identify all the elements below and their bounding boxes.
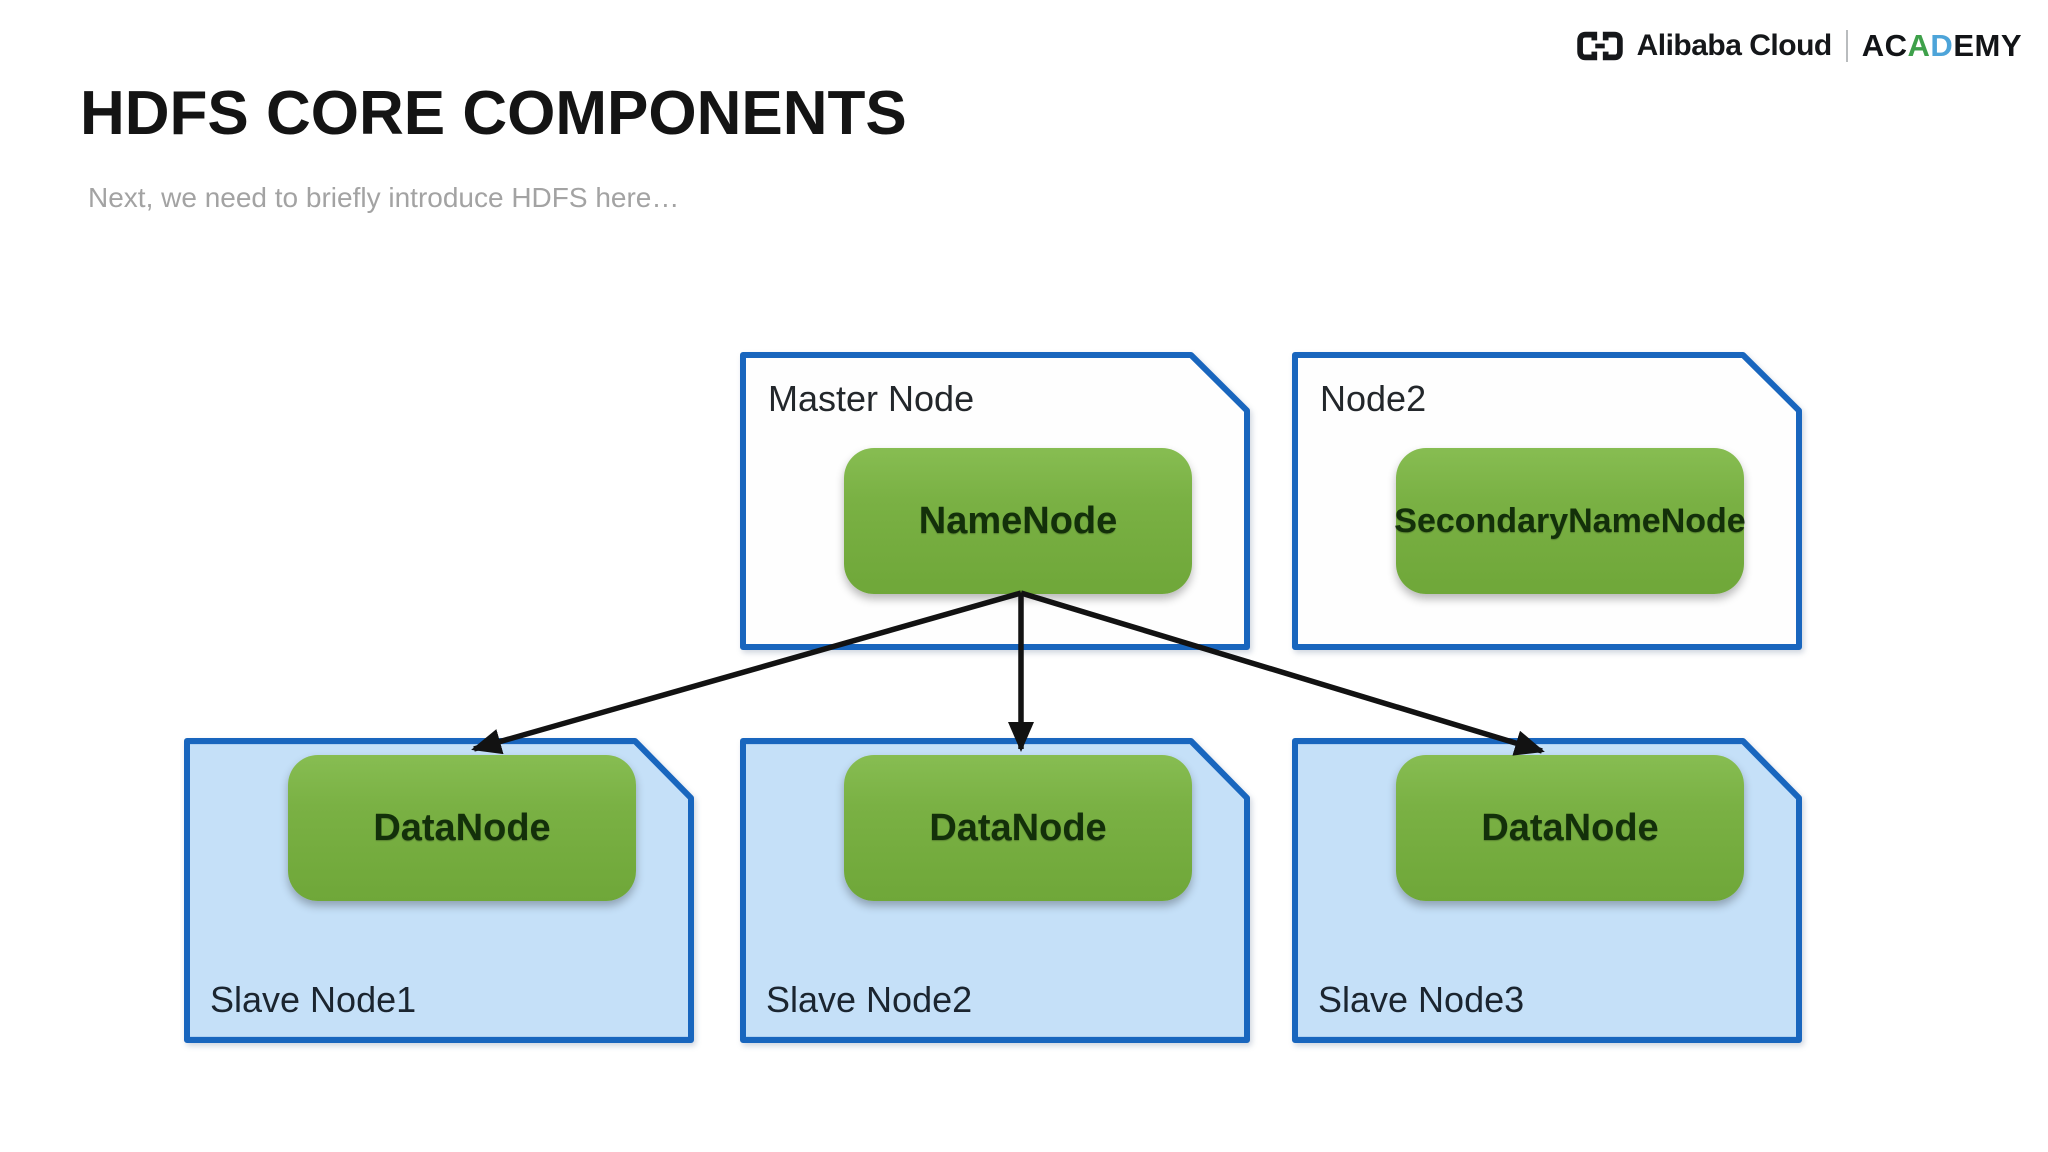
academy-part-green: A (1907, 28, 1931, 63)
component-secondarynamenode: SecondaryNameNode (1394, 448, 1746, 594)
component-label: SecondaryNameNode (1394, 501, 1746, 540)
component-label: NameNode (918, 499, 1118, 542)
component-datanode-1: DataNode (288, 755, 636, 901)
node-slave1: Slave Node1 DataNode (184, 738, 694, 1043)
brand-divider (1845, 30, 1848, 62)
node-slave2: Slave Node2 DataNode (740, 738, 1250, 1043)
node-label-node2: Node2 (1320, 378, 1427, 419)
node-label-slave3: Slave Node3 (1318, 979, 1525, 1020)
page-subtitle: Next, we need to briefly introduce HDFS … (88, 182, 680, 213)
node-master: Master Node NameNode (740, 352, 1250, 650)
component-label: DataNode (373, 806, 551, 849)
component-label: DataNode (929, 806, 1107, 849)
academy-part-blue: D (1930, 28, 1954, 63)
node-label-slave1: Slave Node1 (210, 979, 417, 1020)
component-datanode-2: DataNode (844, 755, 1192, 901)
component-label: DataNode (1481, 806, 1659, 849)
node-slave3: Slave Node3 DataNode (1292, 738, 1802, 1043)
component-namenode: NameNode (844, 448, 1192, 594)
page-title: HDFS CORE COMPONENTS (80, 79, 907, 148)
brand-name: Alibaba Cloud (1636, 29, 1833, 62)
alibaba-cloud-brackets-icon (1576, 31, 1623, 61)
node-node2: Node2 SecondaryNameNode (1292, 352, 1802, 650)
node-label-slave2: Slave Node2 (766, 979, 973, 1020)
academy-part: EMY (1953, 28, 2022, 63)
node-label-master: Master Node (768, 378, 975, 419)
academy-part: AC (1861, 28, 1908, 63)
component-datanode-3: DataNode (1396, 755, 1744, 901)
